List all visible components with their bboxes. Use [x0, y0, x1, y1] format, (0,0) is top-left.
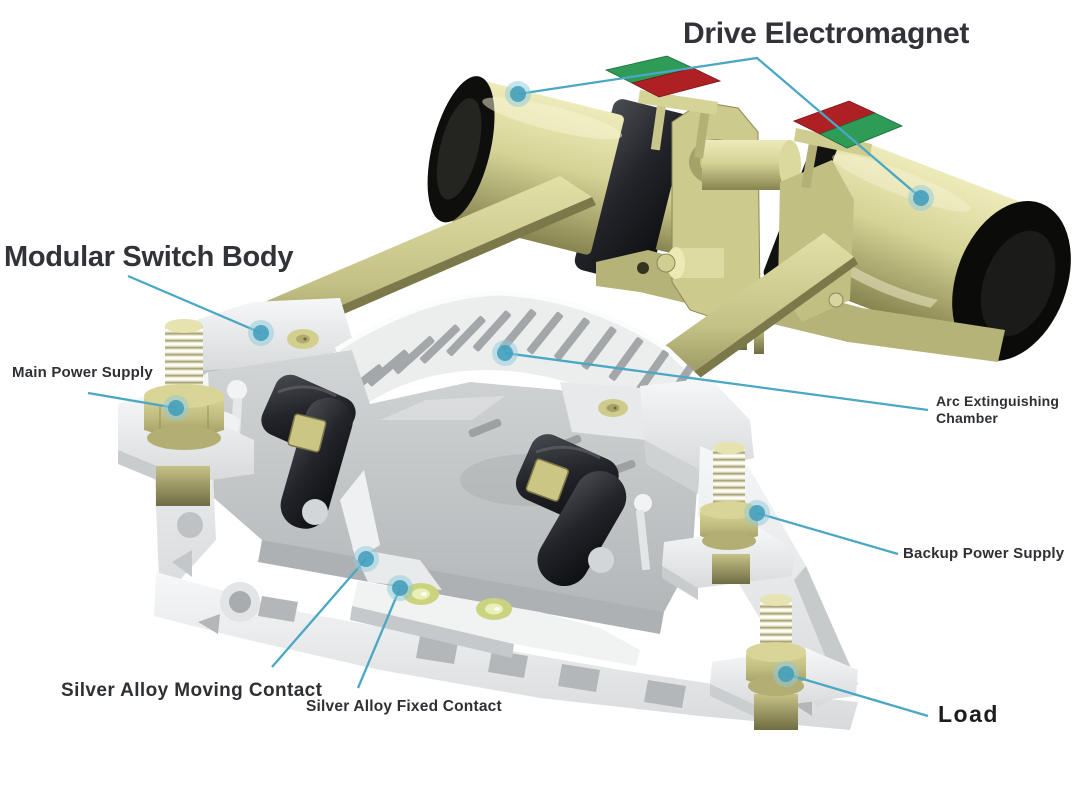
terminal-backup: [662, 442, 794, 600]
callout-dot: [353, 546, 379, 572]
callout-dot: [492, 340, 518, 366]
callout-dot: [163, 395, 189, 421]
label-silver-alloy-moving-contact: Silver Alloy Moving Contact: [61, 680, 323, 701]
callout-dot: [908, 185, 934, 211]
leader-line-drive-electromagnet: [517, 56, 922, 199]
leader-line-main-power-supply: [87, 391, 177, 410]
leader-line-load: [785, 672, 929, 718]
drive-rod-right: [642, 233, 858, 396]
indicator-flag-left: [604, 55, 722, 159]
callout-dot: [744, 500, 770, 526]
moving-contact-lever-left: [261, 374, 356, 529]
callout-dot: [773, 661, 799, 687]
callout-dots: [163, 81, 934, 687]
label-silver-alloy-fixed-contact: Silver Alloy Fixed Contact: [306, 698, 502, 715]
leader-line-silver-alloy-fixed-contact: [356, 587, 402, 689]
moving-contact-lever-right: [515, 434, 627, 587]
leader-line-backup-power-supply: [756, 511, 899, 556]
label-drive-electromagnet: Drive Electromagnet: [683, 17, 970, 50]
callout-dot: [387, 575, 413, 601]
label-backup-power-supply: Backup Power Supply: [903, 545, 1065, 562]
leader-line-silver-alloy-moving-contact: [271, 558, 367, 668]
fixed-contact-rail: [340, 470, 640, 666]
leader-line-arc-extinguishing-chamber: [504, 351, 929, 412]
label-main-power-supply: Main Power Supply: [12, 364, 153, 381]
callout-dot: [248, 320, 274, 346]
label-arc-extinguishing-chamber: Arc Extinguishing Chamber: [936, 393, 1060, 426]
pivot-clevis: [596, 101, 1005, 362]
callout-dot: [505, 81, 531, 107]
label-load: Load: [938, 701, 999, 727]
callout-lines: [87, 56, 929, 718]
label-modular-switch-body: Modular Switch Body: [4, 241, 294, 273]
indicator-flag-right: [792, 100, 903, 189]
leader-line-modular-switch-body: [127, 274, 262, 335]
